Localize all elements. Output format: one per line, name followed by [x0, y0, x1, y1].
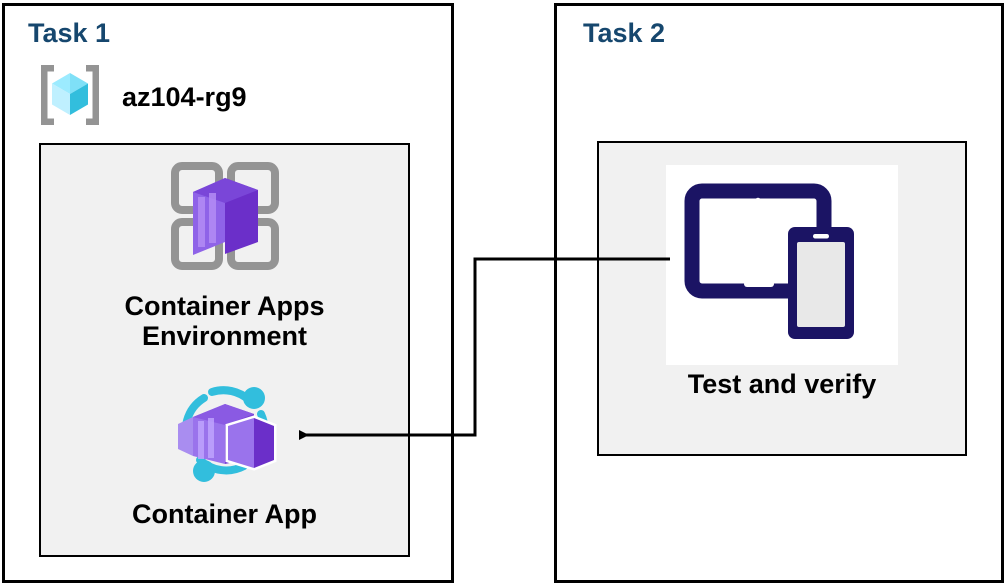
container-apps-environment-label: Container Apps Environment [124, 291, 325, 352]
task-2-title: Task 2 [583, 18, 666, 48]
azure-resource-group-icon [34, 59, 106, 136]
node-container-apps-environment: Container Apps Environment [39, 150, 410, 351]
container-app-label: Container App [132, 499, 317, 529]
task-1-title: Task 1 [28, 18, 111, 48]
resource-group-row: az104-rg9 [34, 59, 247, 136]
node-container-app: Container App [39, 372, 410, 529]
container-apps-environment-icon [159, 150, 291, 287]
container-app-icon [166, 372, 284, 495]
node-test-and-verify: Test and verify [597, 165, 967, 399]
resource-group-label: az104-rg9 [122, 82, 247, 112]
test-and-verify-label: Test and verify [687, 369, 877, 399]
test-and-verify-devices-icon [666, 165, 898, 365]
